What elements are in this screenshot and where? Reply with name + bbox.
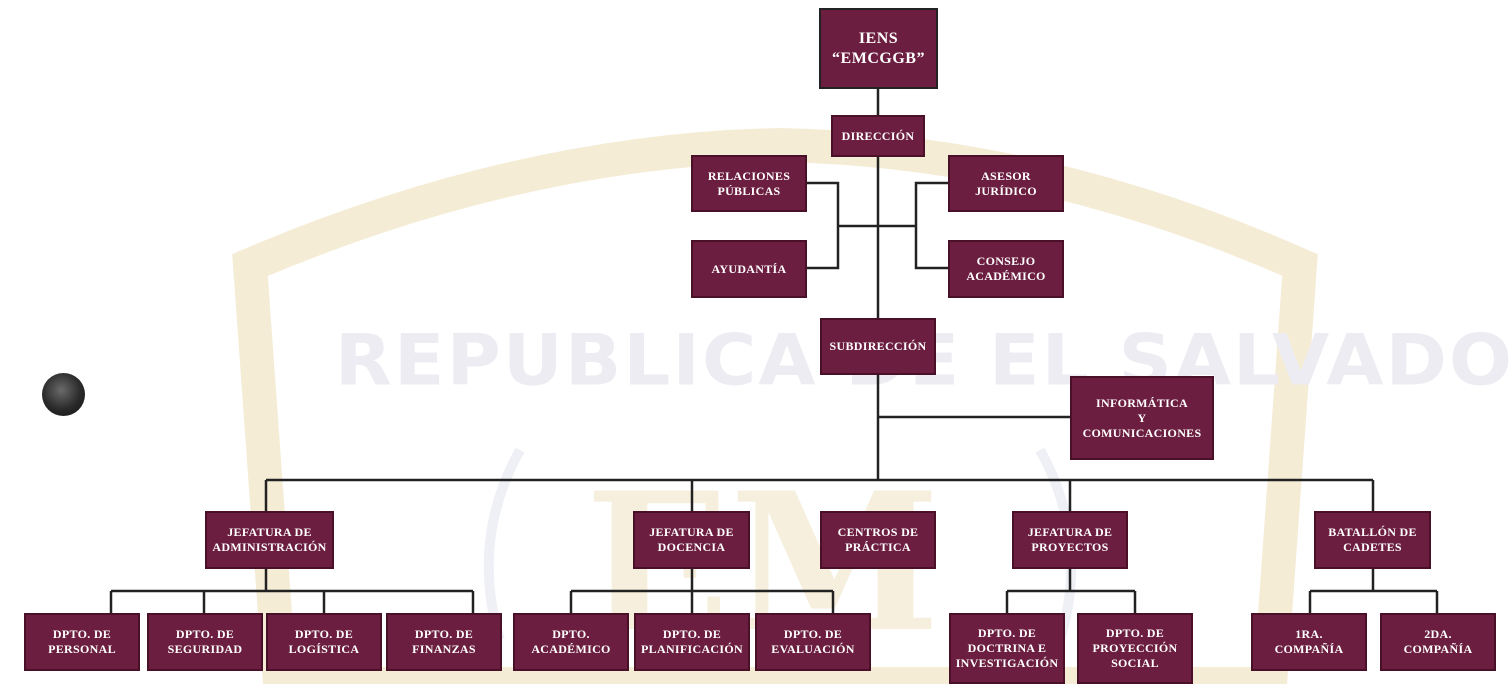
asesor-juridico-node: ASESOR JURÍDICO [948,155,1064,212]
punch-hole-icon [42,373,85,416]
segunda-compania-node: 2DA. COMPAÑÍA [1380,613,1496,671]
dpto-evaluacion-node: DPTO. DE EVALUACIÓN [755,613,871,671]
jefatura-proyectos-node: JEFATURA DE PROYECTOS [1012,511,1128,569]
centros-practica-node: CENTROS DE PRÁCTICA [820,511,936,569]
consejo-academico-node: CONSEJO ACADÉMICO [948,240,1064,298]
relaciones-publicas-node: RELACIONES PÚBLICAS [691,155,807,212]
subdireccion-node: SUBDIRECCIÓN [820,318,936,375]
dpto-doctrina-node: DPTO. DE DOCTRINA E INVESTIGACIÓN [949,613,1065,684]
right-bracket-line [914,181,949,270]
dpto-planificacion-node: DPTO. DE PLANIFICACIÓN [634,613,750,671]
dpto-seguridad-node: DPTO. DE SEGURIDAD [147,613,263,671]
jefatura-administracion-node: JEFATURA DE ADMINISTRACIÓN [205,511,334,569]
dpto-personal-node: DPTO. DE PERSONAL [24,613,140,671]
jefatura-docencia-node: JEFATURA DE DOCENCIA [633,511,750,569]
direccion-node: DIRECCIÓN [831,115,925,157]
dpto-finanzas-node: DPTO. DE FINANZAS [386,613,502,671]
ayudantia-node: AYUDANTÍA [691,240,807,298]
left-bracket-line [806,181,840,270]
informatica-node: INFORMÁTICA Y COMUNICACIONES [1070,376,1214,460]
root-node: IENS “EMCGGB” [819,8,938,89]
primera-compania-node: 1RA. COMPAÑÍA [1251,613,1367,671]
dpto-proyeccion-node: DPTO. DE PROYECCIÓN SOCIAL [1077,613,1193,684]
batallon-cadetes-node: BATALLÓN DE CADETES [1314,511,1431,569]
dpto-academico-node: DPTO. ACADÉMICO [513,613,629,671]
dpto-logistica-node: DPTO. DE LOGÍSTICA [266,613,382,671]
